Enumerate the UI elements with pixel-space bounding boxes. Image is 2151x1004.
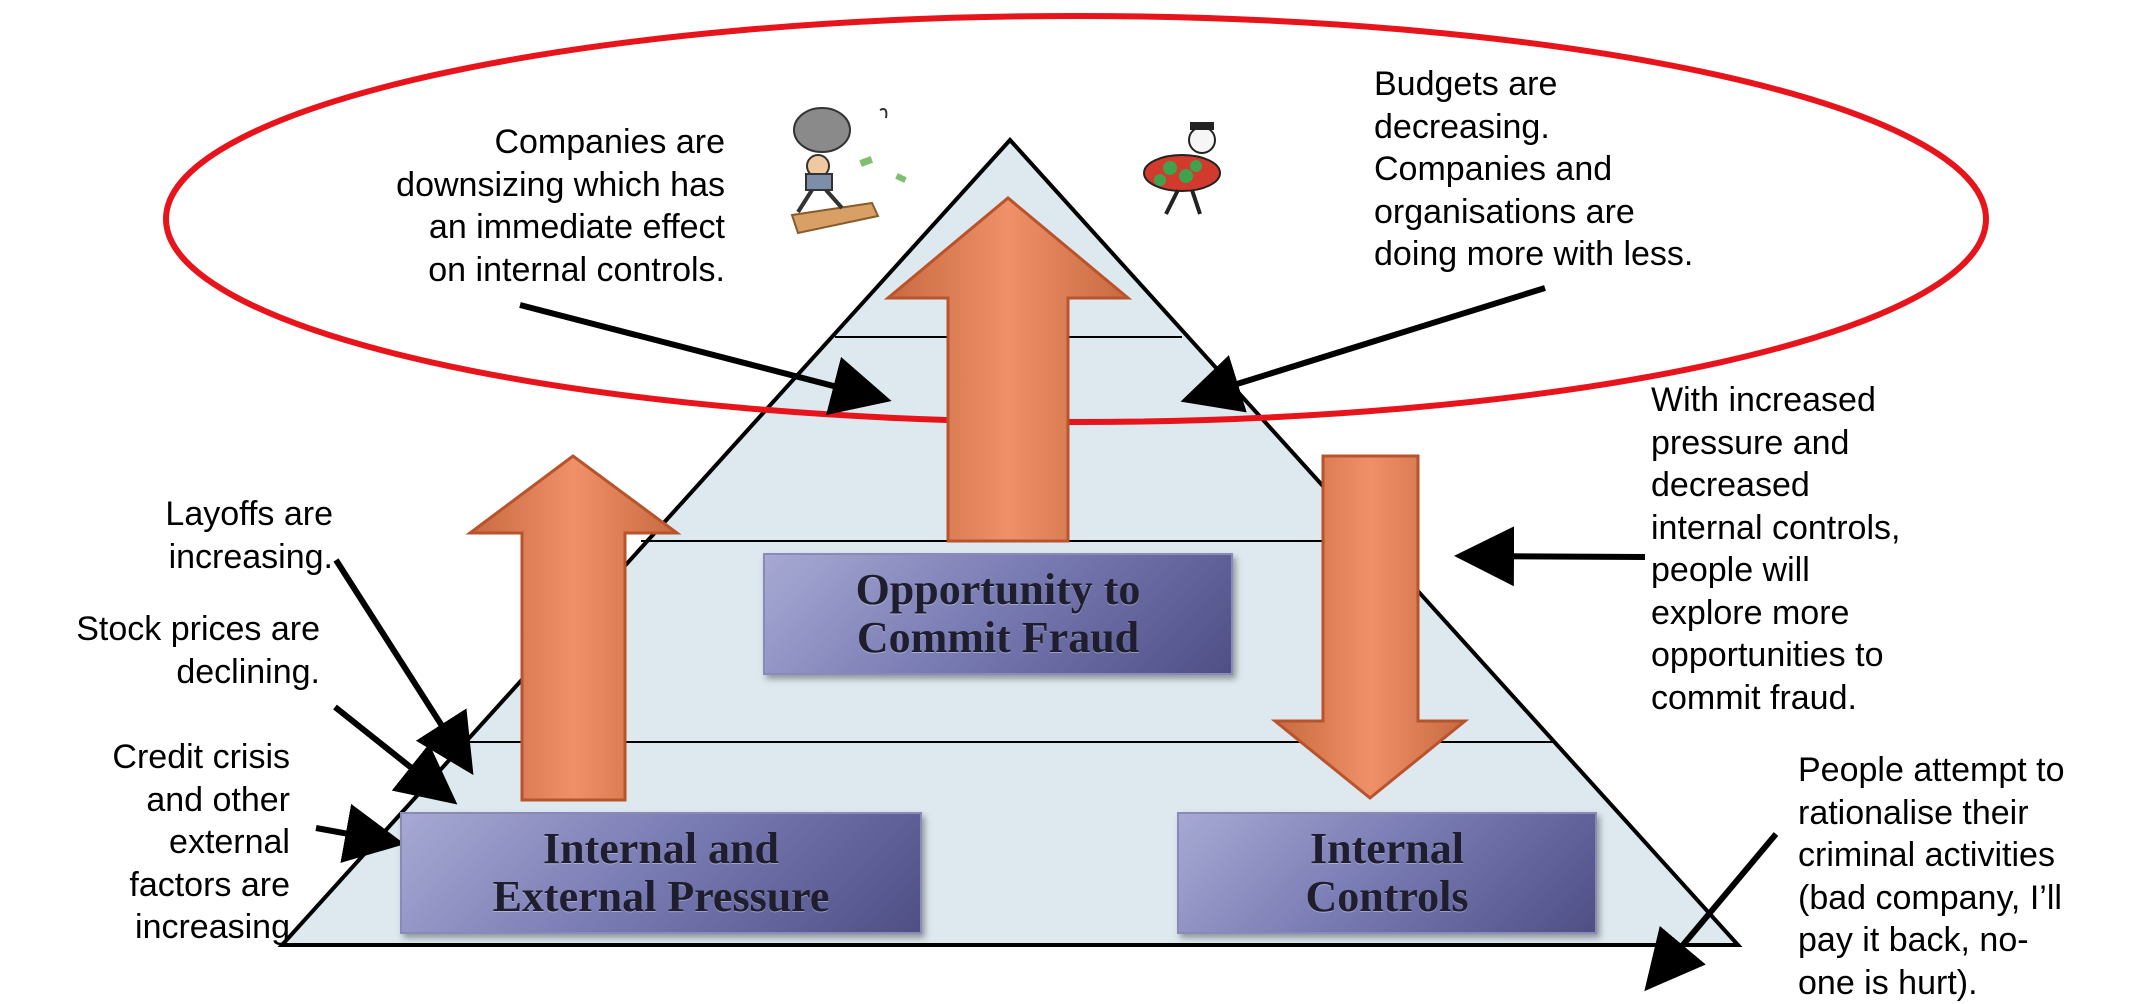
callout-credit-crisis: Credit crisis and other external factors… [112, 738, 290, 946]
callout-rationalise: People attempt to rationalise their crim… [1798, 751, 2065, 1002]
callout-companies-downsizing: Companies are downsizing which has an im… [396, 123, 725, 289]
callout-increased-pressure: With increased pressure and decreased in… [1651, 381, 1901, 717]
pointer-arrow-downsizing [519, 302, 892, 416]
callout-budgets-decreasing: Budgets are decreasing. Companies and or… [1374, 65, 1694, 273]
level-box-internal-controls: Internal Controls [1177, 812, 1597, 934]
level-box-internal-external-pressure: Internal and External Pressure [400, 812, 922, 934]
up-arrow-pressure [465, 454, 682, 802]
pointer-arrow-rationalise [1644, 832, 1779, 992]
pointer-arrow-layoffs [333, 558, 474, 776]
pointer-arrow-increased-pressure [1454, 526, 1646, 587]
pointer-arrow-credit [315, 803, 405, 863]
thief-running-icon [790, 107, 907, 235]
thief-with-money-icon [1143, 122, 1221, 215]
callout-layoffs: Layoffs are increasing. [165, 495, 333, 576]
callout-stock-prices: Stock prices are declining. [76, 610, 320, 691]
pointer-arrow-stock [333, 704, 458, 805]
highlight-ellipse [163, 13, 1989, 425]
pointer-arrow-budgets [1180, 285, 1546, 413]
down-arrow-controls [1270, 454, 1470, 800]
level-box-opportunity: Opportunity to Commit Fraud [763, 553, 1233, 675]
up-arrow-opportunity [883, 196, 1133, 543]
